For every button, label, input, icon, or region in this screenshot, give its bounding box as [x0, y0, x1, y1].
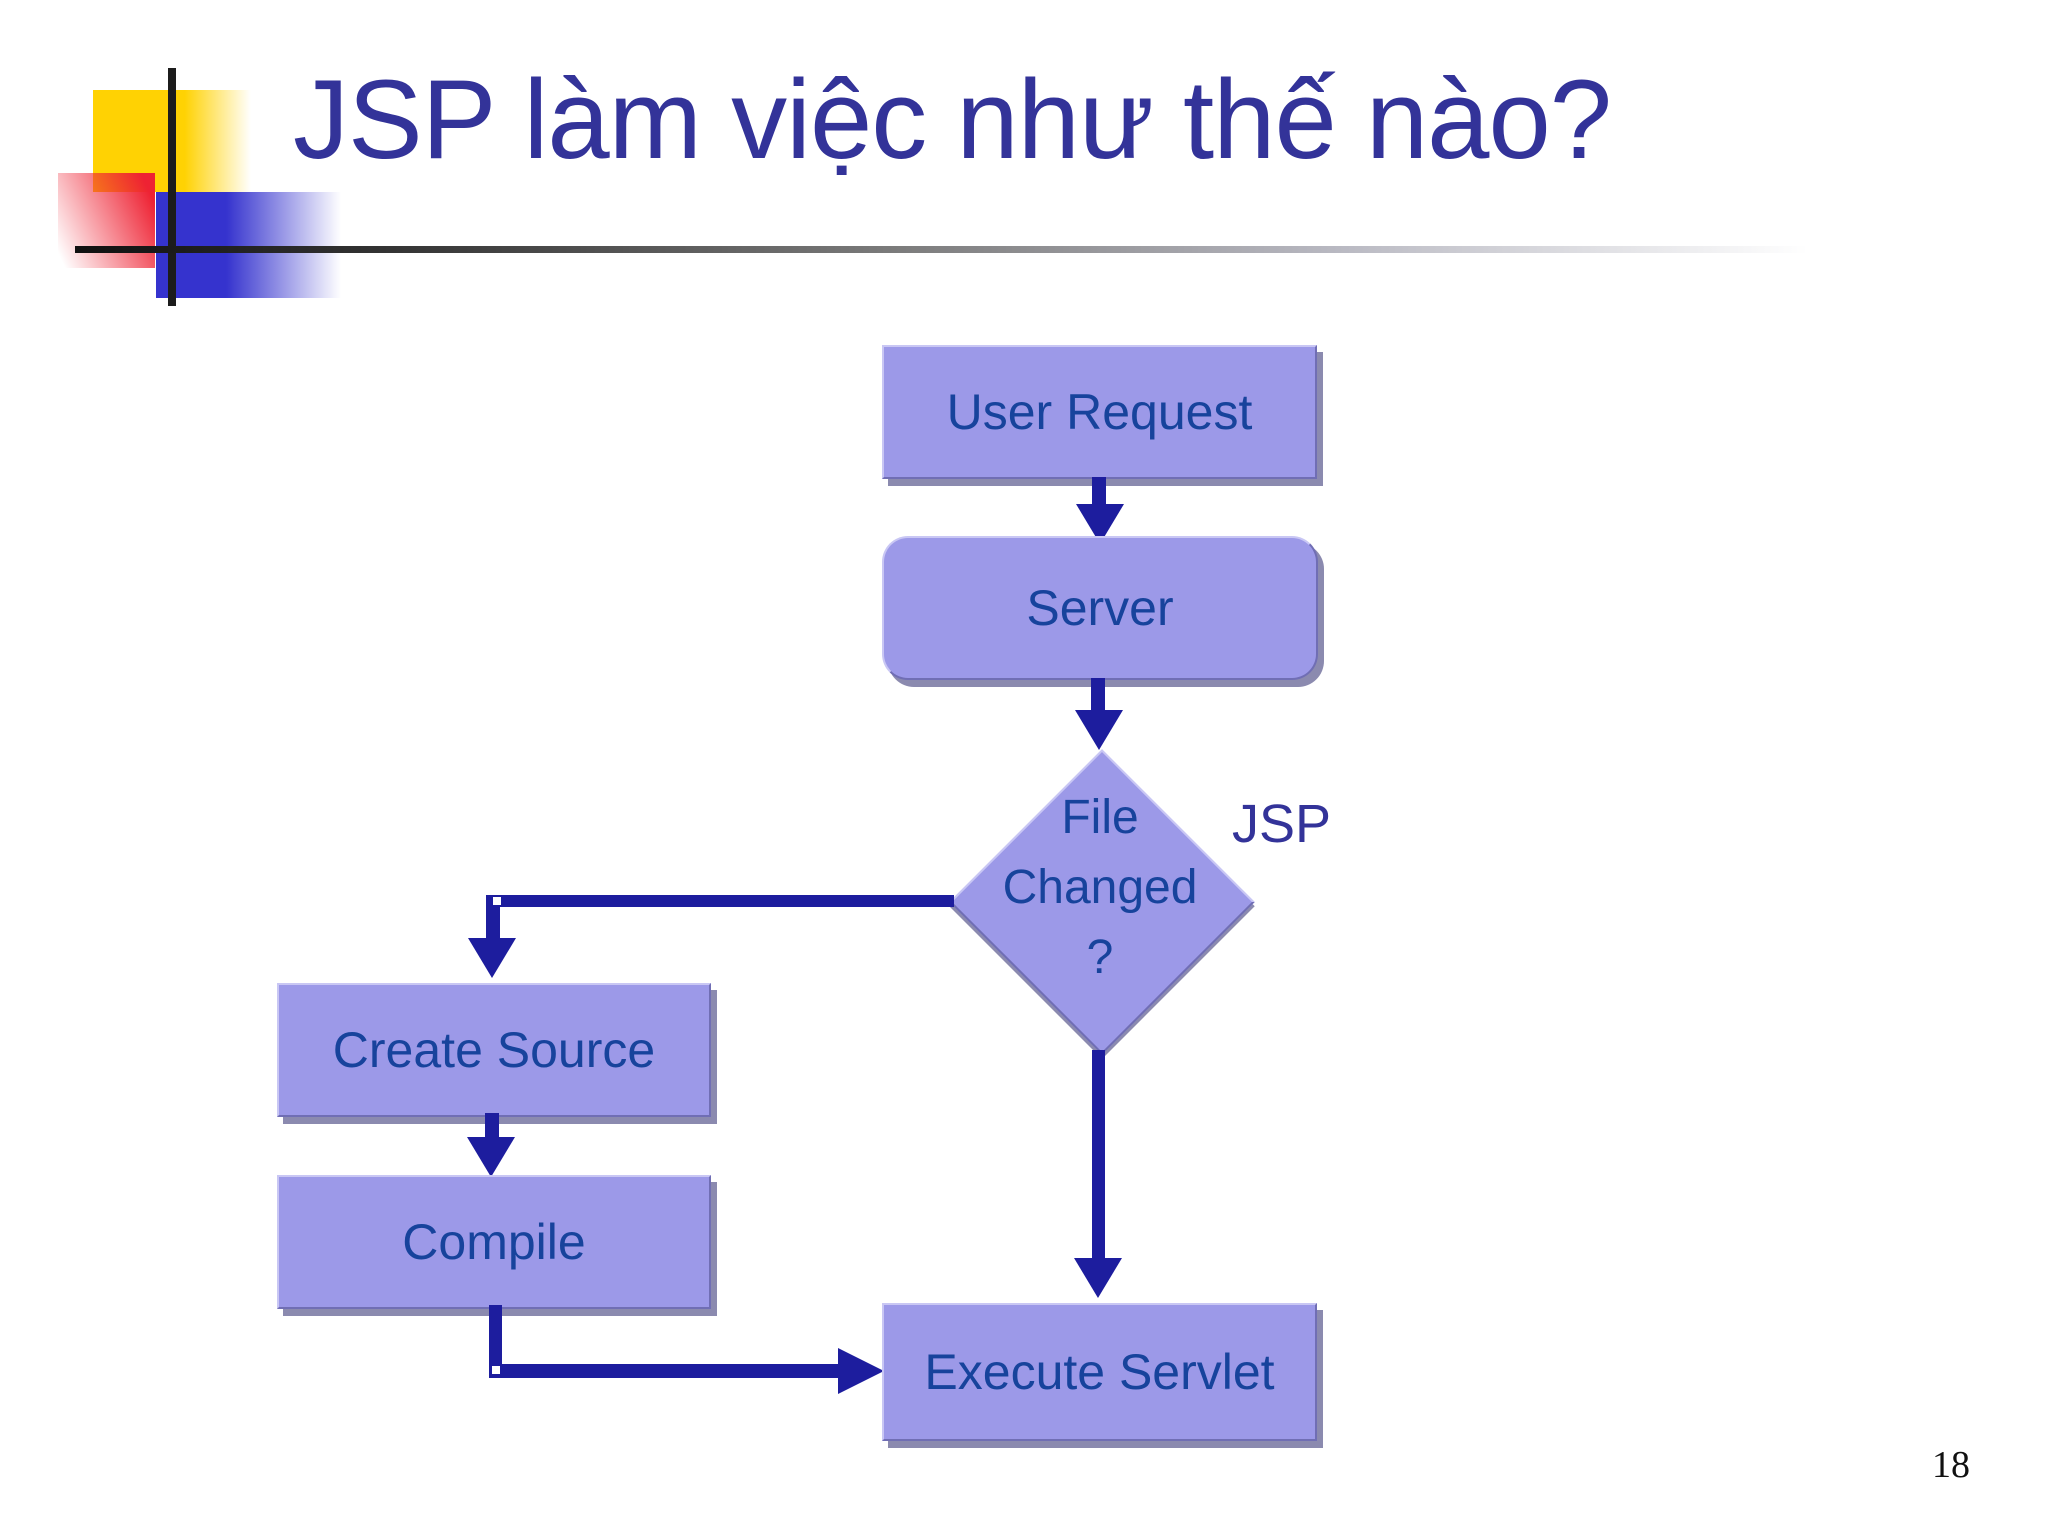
jsp-annotation-label: JSP [1232, 794, 1332, 854]
node-create-source: Create Source [277, 983, 711, 1117]
arrow-decision-to-execute-stem [1092, 1050, 1105, 1260]
page-title: JSP làm việc như thế nào? [293, 57, 1612, 182]
arrow-compile-to-execute-head [838, 1348, 884, 1394]
arrow-create-source-to-compile-stem [485, 1113, 499, 1141]
connector-decision-to-create-source-vertical [486, 895, 500, 940]
decision-line-2: Changed [1002, 861, 1198, 914]
connector-compile-to-execute-vertical [489, 1305, 502, 1371]
node-execute-servlet-label: Execute Servlet [924, 1343, 1275, 1400]
connector-corner-dot-bottom [492, 1366, 500, 1374]
page-number: 18 [1932, 1444, 1970, 1486]
arrow-server-to-decision-head [1075, 710, 1123, 750]
decision-line-1: File [1061, 791, 1139, 844]
decoration-vertical-line [168, 68, 176, 306]
arrow-decision-to-create-source-head [468, 938, 516, 978]
node-compile: Compile [277, 1175, 711, 1309]
connector-compile-to-execute-horizontal [489, 1364, 839, 1378]
node-server-label: Server [1026, 579, 1174, 636]
connector-corner-dot-top [493, 897, 501, 905]
node-user-request-label: User Request [946, 383, 1253, 440]
node-compile-label: Compile [402, 1213, 586, 1270]
arrow-user-request-to-server-stem [1092, 477, 1106, 507]
node-server: Server [882, 536, 1318, 680]
arrow-decision-to-execute-head [1074, 1258, 1122, 1298]
arrow-server-to-decision-stem [1091, 678, 1105, 714]
node-create-source-label: Create Source [332, 1021, 656, 1078]
decision-line-3: ? [1086, 931, 1114, 984]
connector-decision-to-create-source-horizontal [492, 895, 954, 907]
node-execute-servlet: Execute Servlet [882, 1303, 1317, 1441]
decoration-red-square [58, 173, 155, 268]
node-user-request: User Request [882, 345, 1317, 479]
arrow-create-source-to-compile-head [467, 1137, 515, 1177]
node-file-changed-decision-label: File Changed ? [950, 783, 1250, 993]
title-underline [75, 246, 1880, 253]
decoration-blue-square [156, 192, 341, 298]
